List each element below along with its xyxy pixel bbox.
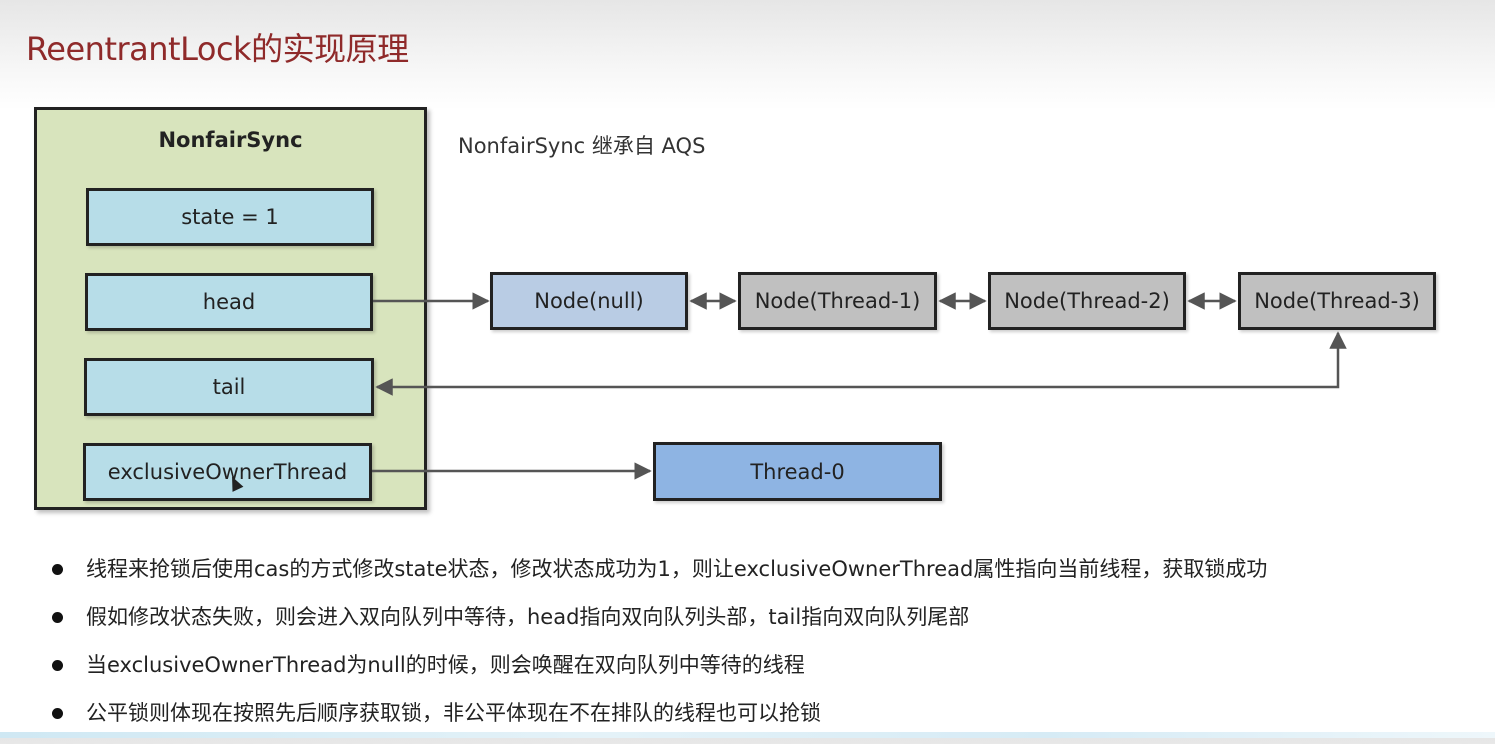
tail-to-last-node-arrow bbox=[375, 331, 1347, 396]
bullet-dot-icon bbox=[52, 660, 63, 671]
queue-node-null: Node(null) bbox=[490, 272, 688, 330]
slide-title: ReentrantLock的实现原理 bbox=[26, 30, 409, 68]
explanation-list: 线程来抢锁后使用cas的方式修改state状态，修改状态成功为1，则让exclu… bbox=[50, 552, 1267, 744]
bullet-dot-icon bbox=[52, 708, 63, 719]
exclusive-owner-thread-field: exclusiveOwnerThread bbox=[83, 443, 372, 501]
head-field: head bbox=[85, 273, 373, 331]
queue-node-thread-3: Node(Thread-3) bbox=[1238, 272, 1436, 330]
bullet-dot-icon bbox=[52, 564, 63, 575]
inheritance-note: NonfairSync 继承自 AQS bbox=[458, 134, 706, 158]
bullet-dot-icon bbox=[52, 612, 63, 623]
tail-field: tail bbox=[84, 358, 374, 416]
list-item: 线程来抢锁后使用cas的方式修改state状态，修改状态成功为1，则让exclu… bbox=[50, 552, 1267, 600]
nonfair-sync-title: NonfairSync bbox=[158, 128, 303, 152]
state-field: state = 1 bbox=[86, 188, 374, 246]
list-item: 公平锁则体现在按照先后顺序获取锁，非公平体现在不在排队的线程也可以抢锁 bbox=[50, 696, 1267, 744]
list-item: 当exclusiveOwnerThread为null的时候，则会唤醒在双向队列中… bbox=[50, 648, 1267, 696]
bottom-decoration bbox=[0, 732, 1495, 738]
queue-node-thread-2: Node(Thread-2) bbox=[988, 272, 1186, 330]
owner-thread-node: Thread-0 bbox=[653, 442, 942, 501]
queue-node-thread-1: Node(Thread-1) bbox=[738, 272, 937, 330]
list-item: 假如修改状态失败，则会进入双向队列中等待，head指向双向队列头部，tail指向… bbox=[50, 600, 1267, 648]
